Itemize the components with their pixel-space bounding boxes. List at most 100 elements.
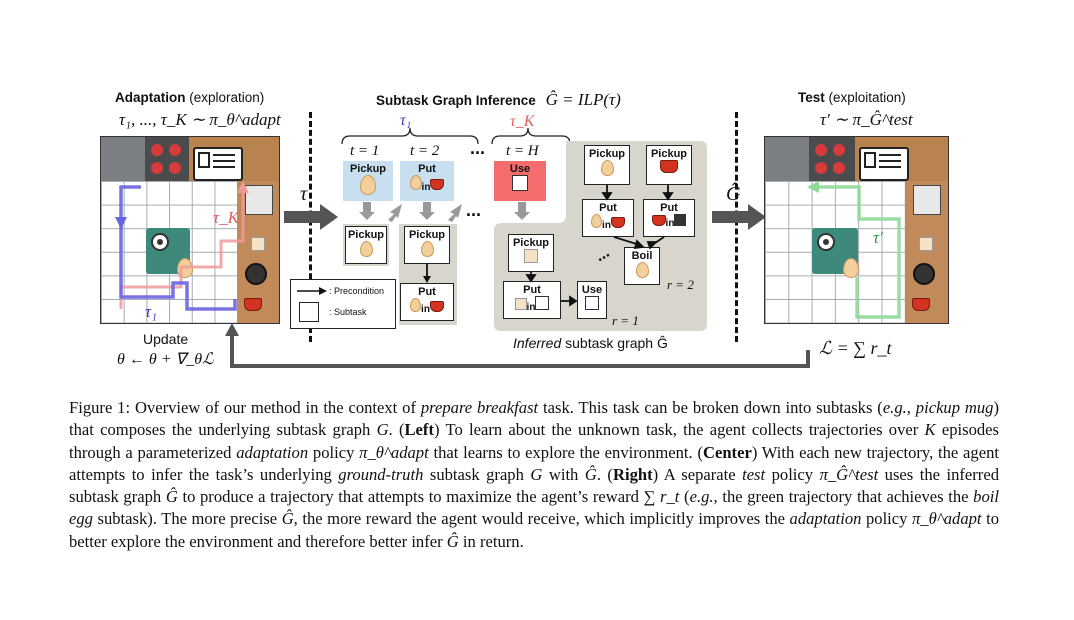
caption-math: Ĝ [281, 509, 294, 529]
egg-icon [843, 258, 859, 283]
right-title-bold: Test [798, 90, 825, 105]
stove-icon [809, 137, 855, 181]
mid-dots: ... [466, 200, 482, 220]
graph-put-2-in: in [665, 218, 675, 229]
graph-pickup-3: Pickup [508, 234, 554, 272]
caption-math: Ĝ [584, 464, 597, 484]
graph-edges [525, 185, 674, 307]
graph-use: Use [577, 281, 607, 319]
ghat-arrow [712, 204, 766, 230]
trajectory-lines [115, 181, 249, 311]
caption-math: π_θ^adapt [911, 509, 982, 529]
inferred2-in-label: in [421, 304, 430, 315]
divider-left [309, 112, 312, 342]
caption-text: to produce a trajectory that attempts to… [177, 487, 644, 507]
pan-icon [913, 263, 935, 285]
caption-text: . ( [596, 464, 613, 484]
graph-put-3-label: Put [523, 284, 541, 296]
stove-icon [674, 214, 687, 226]
inferred2-arrow [423, 264, 431, 283]
caption-text: in return. [458, 531, 524, 551]
inferred1-pickup-box: Pickup [343, 224, 389, 266]
divider-right [735, 112, 738, 342]
caption-text: , [906, 398, 916, 417]
update-label: Update [143, 331, 189, 347]
tau-k-label: τ_K [213, 208, 239, 227]
caption-math: K [924, 420, 936, 440]
egg-icon [420, 241, 434, 257]
left-title-bold: Adaptation [115, 90, 186, 105]
pot-icon [244, 298, 262, 316]
caption-text: ( [679, 487, 690, 507]
mug-icon [919, 237, 933, 251]
caption-math: π_θ^adapt [359, 442, 429, 462]
caption-text: ) that composes the underlying subtask g… [69, 398, 999, 440]
ghat-arrow-label: Ĝ [726, 183, 741, 205]
egg-icon [600, 160, 614, 176]
right-panel-title: Test (exploitation) [798, 90, 906, 105]
caption-bold: Right [612, 464, 653, 484]
caption-text: , the green trajectory that achieves the [713, 487, 974, 507]
egg-icon [359, 241, 373, 257]
right-title-rest: (exploitation) [824, 90, 906, 105]
inference-arrows [359, 202, 530, 222]
tH-label: t = H [506, 143, 539, 159]
caption-italic: boil egg [69, 487, 999, 529]
tauk-brace-label: τ_K [510, 113, 535, 130]
step1-pickup-box: Pickup [343, 161, 393, 201]
egg-icon [635, 262, 649, 278]
mug-icon [514, 298, 527, 310]
tau-1-label: τ₁ [145, 302, 157, 321]
caption-text: task. This task can be broken down into … [538, 398, 883, 417]
step2-put-box: Put in [400, 161, 454, 201]
legend: : Precondition : Subtask [290, 279, 396, 329]
pot-icon [912, 298, 930, 316]
inferred2-put-label: Put [418, 286, 436, 298]
caption-text: policy [861, 509, 912, 529]
feedback-loop-arrow [225, 323, 810, 368]
mug-icon [524, 249, 538, 263]
caption-italic: adaptation [236, 442, 309, 462]
right-grid-world [764, 136, 949, 324]
caption-text: ) A separate [652, 464, 743, 484]
egg-icon [360, 175, 376, 195]
tau-arrow-label: τ [300, 183, 308, 205]
trajectory-tau-prime [807, 181, 901, 319]
caption-italic: e.g. [882, 398, 907, 417]
sink-tile [812, 228, 858, 274]
left-grid-world [100, 136, 280, 324]
pot-icon [610, 217, 625, 228]
graph-use-label: Use [581, 284, 603, 296]
caption-text: policy [308, 442, 360, 462]
pan-icon [245, 263, 267, 285]
caption-bold: Center [702, 442, 752, 462]
caption-math: π_Ĝ^test [819, 464, 879, 484]
caption-italic: e.g. [689, 487, 714, 507]
stove-icon [145, 137, 189, 181]
graph-put-1: Put in [582, 199, 634, 237]
toaster-icon [535, 296, 550, 310]
caption-math: ∑ r_t [643, 487, 680, 507]
caption-math: G [376, 420, 389, 440]
graph-boil: Boil [624, 247, 660, 285]
legend-precondition: : Precondition [329, 286, 385, 296]
inferred2-put-box: Put in [400, 283, 454, 321]
caption-text: subtask). The more precise [92, 509, 282, 529]
caption-text: ) With each new trajectory, the agent at… [69, 442, 999, 484]
inferred-italic: Inferred [513, 335, 562, 351]
r1-label: r = 1 [612, 313, 639, 328]
graph-pickup-2: Pickup [646, 145, 692, 185]
fridge-icon [765, 137, 809, 181]
tau-prime-label: τ′ [873, 228, 883, 247]
stepH-use-label: Use [509, 163, 531, 175]
top-dots: ... [470, 138, 486, 158]
pot-icon [430, 179, 445, 190]
graph-boil-label: Boil [631, 250, 653, 262]
egg-icon [591, 214, 603, 228]
coffee-machine-icon [245, 185, 273, 215]
inferred-caption: Inferred subtask graph Ĝ [513, 335, 668, 351]
caption-text: subtask graph [423, 464, 531, 484]
caption-text: policy [765, 464, 820, 484]
egg-icon [409, 175, 422, 190]
loss-formula: ℒ = ∑ r_t [819, 338, 892, 358]
